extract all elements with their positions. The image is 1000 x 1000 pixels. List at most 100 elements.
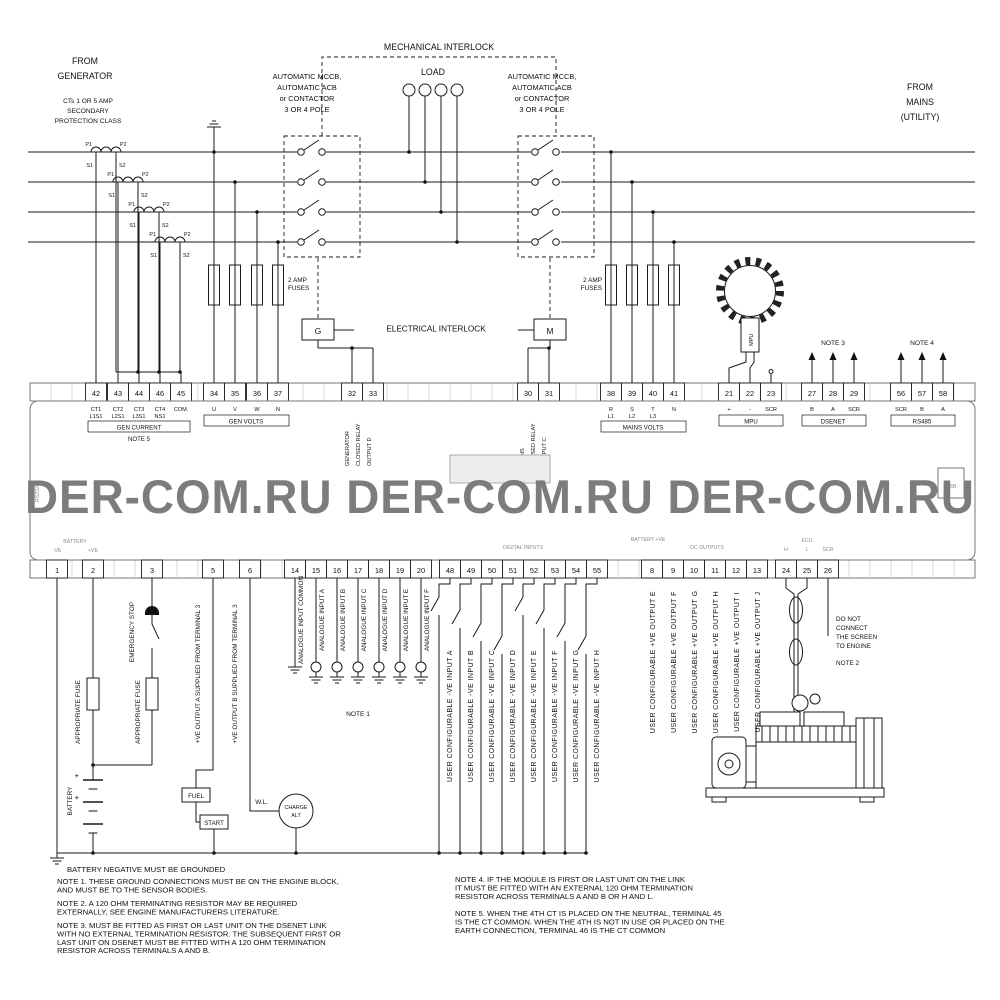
terminal-label: SCR xyxy=(823,547,834,553)
note4-text: NOTE 4. IF THE MODULE IS FIRST OR LAST U… xyxy=(455,875,693,901)
terminal-number: 6 xyxy=(248,566,252,575)
start-solenoid-box xyxy=(199,814,229,830)
text-line: LAST UNIT ON DSENET MUST BE FITTED WITH … xyxy=(57,938,326,947)
fuse-icon xyxy=(605,264,617,306)
junction-dot xyxy=(455,240,459,244)
junction-dot xyxy=(178,370,182,374)
ct-p1-label: P1 xyxy=(149,232,156,238)
terminal-number: 10 xyxy=(690,566,698,575)
sensor-circle xyxy=(310,661,322,673)
terminal-number: 32 xyxy=(348,389,356,398)
output-b-label: +VE OUTPUT B SUPPLIED FROM TERMINAL 3 xyxy=(232,604,239,744)
mpu-group-box xyxy=(718,414,784,427)
junction-dot xyxy=(437,851,441,855)
terminal-label: CT3 xyxy=(134,407,145,413)
terminal-number: 44 xyxy=(135,389,143,398)
module-digital-inputs-label: DIGITAL INPUTS xyxy=(503,545,544,551)
fuse-icon xyxy=(272,264,284,306)
vertical-label: ANALOGUE INPUT D xyxy=(382,588,389,651)
terminal-label: SCR xyxy=(848,407,860,413)
gen-volts-group-label: GEN VOLTS xyxy=(229,419,263,426)
junction-dot xyxy=(458,851,462,855)
text-line: EXTERNALLY, SEE ENGINE MANUFACTURERS LIT… xyxy=(57,907,280,916)
ground-icon xyxy=(329,671,345,684)
arrow-up-icon xyxy=(850,352,858,360)
sensor-circle xyxy=(331,661,343,673)
digital-input-wire xyxy=(459,578,472,610)
text-line: FROM xyxy=(72,56,98,66)
turbo-icon xyxy=(791,694,809,712)
text-line: AUTOMATIC ACB xyxy=(512,83,572,92)
text-line: 2 AMP xyxy=(288,277,307,284)
arrow-up-icon xyxy=(918,352,926,360)
terminal-number: 3 xyxy=(150,566,154,575)
coupling xyxy=(745,745,757,783)
valve-cover-2 xyxy=(803,711,845,727)
terminal-label: L1S1 xyxy=(89,414,102,420)
vertical-label: OUTPUT D xyxy=(367,438,373,467)
terminal-number: 12 xyxy=(732,566,740,575)
text-line: NOTE 4. IF THE MODULE IS FIRST OR LAST U… xyxy=(455,875,686,884)
vertical-label: ANALOGUE INPUT E xyxy=(403,589,410,651)
terminal-label: - xyxy=(749,407,751,413)
digital-input-wire xyxy=(438,578,451,597)
ct-p2-label: P2 xyxy=(142,172,149,178)
text-line: EARTH CONNECTION, TERMINAL 46 IS THE CT … xyxy=(455,926,665,935)
text-line: IT MUST BE FITTED WITH AN EXTERNAL 120 O… xyxy=(455,883,693,892)
battery-plus-mark2: + xyxy=(75,793,80,802)
gen-breaker-coil-label: G xyxy=(315,326,322,336)
terminal-number: 58 xyxy=(939,389,947,398)
battery-short-plates xyxy=(88,788,98,834)
dsenet-group-box xyxy=(801,414,867,427)
text-line: CONNECT xyxy=(836,625,868,632)
junction-dot xyxy=(630,180,634,184)
arrow-up-icon xyxy=(939,352,947,360)
mpu-screen-end xyxy=(768,369,774,374)
gen-current-group-label: GEN CURRENT xyxy=(117,425,162,432)
warning-light-label: W.L. xyxy=(255,799,268,806)
junction-dot xyxy=(423,180,427,184)
watermark-text: DER-COM.RU DER-COM.RU DER-COM.RU xyxy=(25,470,975,523)
note1-ref-label: NOTE 1 xyxy=(346,711,370,718)
mechanical-interlock-label: MECHANICAL INTERLOCK xyxy=(384,42,494,52)
terminal-number: 41 xyxy=(670,389,678,398)
vertical-label: ANALOGUE INPUT F xyxy=(424,589,431,651)
ground-icon xyxy=(371,671,387,684)
battery-ground-icon xyxy=(49,852,65,865)
usb-port-icon xyxy=(937,467,965,499)
terminal-number: 45 xyxy=(177,389,185,398)
gen-current-group-box xyxy=(87,420,191,433)
terminal-number: 51 xyxy=(509,566,517,575)
terminal-number: 34 xyxy=(210,389,218,398)
vertical-label: USER CONFIGURABLE -VE INPUT G xyxy=(573,649,580,782)
left-breaker-enclosure xyxy=(283,135,361,258)
vertical-label: ANALOGUE INPUT C xyxy=(361,588,368,651)
terminal-label: A xyxy=(941,407,945,413)
terminal-label: V xyxy=(233,407,237,413)
text-line: MAINS xyxy=(906,97,934,107)
switch-blade xyxy=(451,609,461,625)
mains-breaker-coil-box xyxy=(533,318,567,341)
load-label: LOAD xyxy=(421,67,445,77)
junction-dot xyxy=(500,851,504,855)
alternator-body xyxy=(711,736,747,789)
gen-breaker-coil-box xyxy=(301,318,335,341)
breaker-contact xyxy=(318,208,326,216)
terminal-number: 37 xyxy=(274,389,282,398)
ct-coil-icon xyxy=(133,206,165,213)
text-line: AUTOMATIC MCCB, xyxy=(508,72,577,81)
breaker-contact xyxy=(297,178,305,186)
bottom-section: + + FUEL START CHARGE ALT W.L. EMERGENCY… xyxy=(56,578,885,854)
twisted-pair-loop2 xyxy=(789,638,803,666)
engine-block xyxy=(755,725,857,789)
switch-blade xyxy=(472,622,482,638)
valve-cover-1 xyxy=(759,711,801,727)
